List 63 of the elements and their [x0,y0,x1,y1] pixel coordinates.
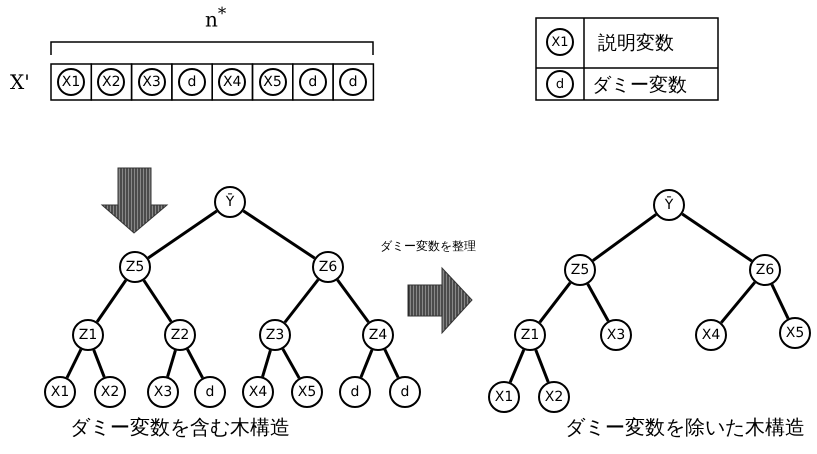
variable-node: X3 [138,68,166,96]
variable-node: X5 [258,68,286,96]
tree-caption: ダミー変数を含む木構造 [70,414,290,441]
variable-node: X1 [44,376,76,408]
tree-edge [242,210,316,260]
variable-node: Z1 [72,319,104,351]
arrow-label: ダミー変数を整理 [380,238,476,255]
tree-edge [147,210,218,260]
tree-edge [586,283,610,322]
variable-node: d [298,68,327,96]
variable-node: X1 [488,381,520,413]
legend-sample: X1 [546,28,574,56]
tree-edge [681,212,753,262]
tree-edge [534,349,550,383]
variable-node: Ȳ [653,189,685,221]
tree-edge [592,213,657,262]
variable-node: X2 [94,376,126,408]
tree-edge [282,348,300,379]
variable-node: d [194,376,226,408]
variable-node: X3 [600,319,632,351]
variable-node: d [339,376,371,408]
variable-node: Z1 [514,319,546,351]
variable-node: X5 [779,317,811,349]
tree-edge [96,279,128,323]
variable-node: d [389,376,421,408]
variable-node: X4 [218,68,246,96]
tree-edge [92,349,106,378]
variable-node: Z5 [119,251,151,283]
tree-edge [284,278,320,324]
legend-text: 説明変数 [598,31,674,56]
tree-edge [261,350,272,378]
variable-node: X4 [242,376,274,408]
tree-edge [720,281,756,324]
variable-node: Z4 [362,319,394,351]
variable-node: d [178,68,206,96]
variable-node: Ȳ [214,186,246,218]
tree-edge [538,282,572,324]
variable-node: Z6 [312,251,344,283]
tree-edge [384,348,400,378]
tree-edge [66,348,82,378]
variable-node: X2 [97,68,126,96]
variable-node: X3 [147,376,179,408]
variable-node: Z6 [749,254,781,286]
variable-node: X1 [57,68,85,96]
dimension-label: n$^{*}$ [205,4,226,32]
legend-text: ダミー変数 [592,73,687,98]
tree-edge [360,349,374,378]
tree-edge [508,349,526,383]
variable-node: Z5 [564,254,596,286]
tree-edge [770,284,790,320]
variable-node: d [339,68,368,96]
tree-edge [166,350,177,378]
variable-node: Z3 [259,319,291,351]
tree-edge [336,279,370,323]
tree-caption: ダミー変数を除いた木構造 [565,414,805,441]
variable-node: Z2 [164,319,196,351]
variable-node: X5 [291,376,323,408]
variable-node: X4 [695,319,727,351]
tree-edge [142,280,172,322]
row-label: X' [10,70,30,94]
tree-edge [186,348,204,379]
variable-node: X2 [538,381,570,413]
legend-sample: d [546,70,574,98]
